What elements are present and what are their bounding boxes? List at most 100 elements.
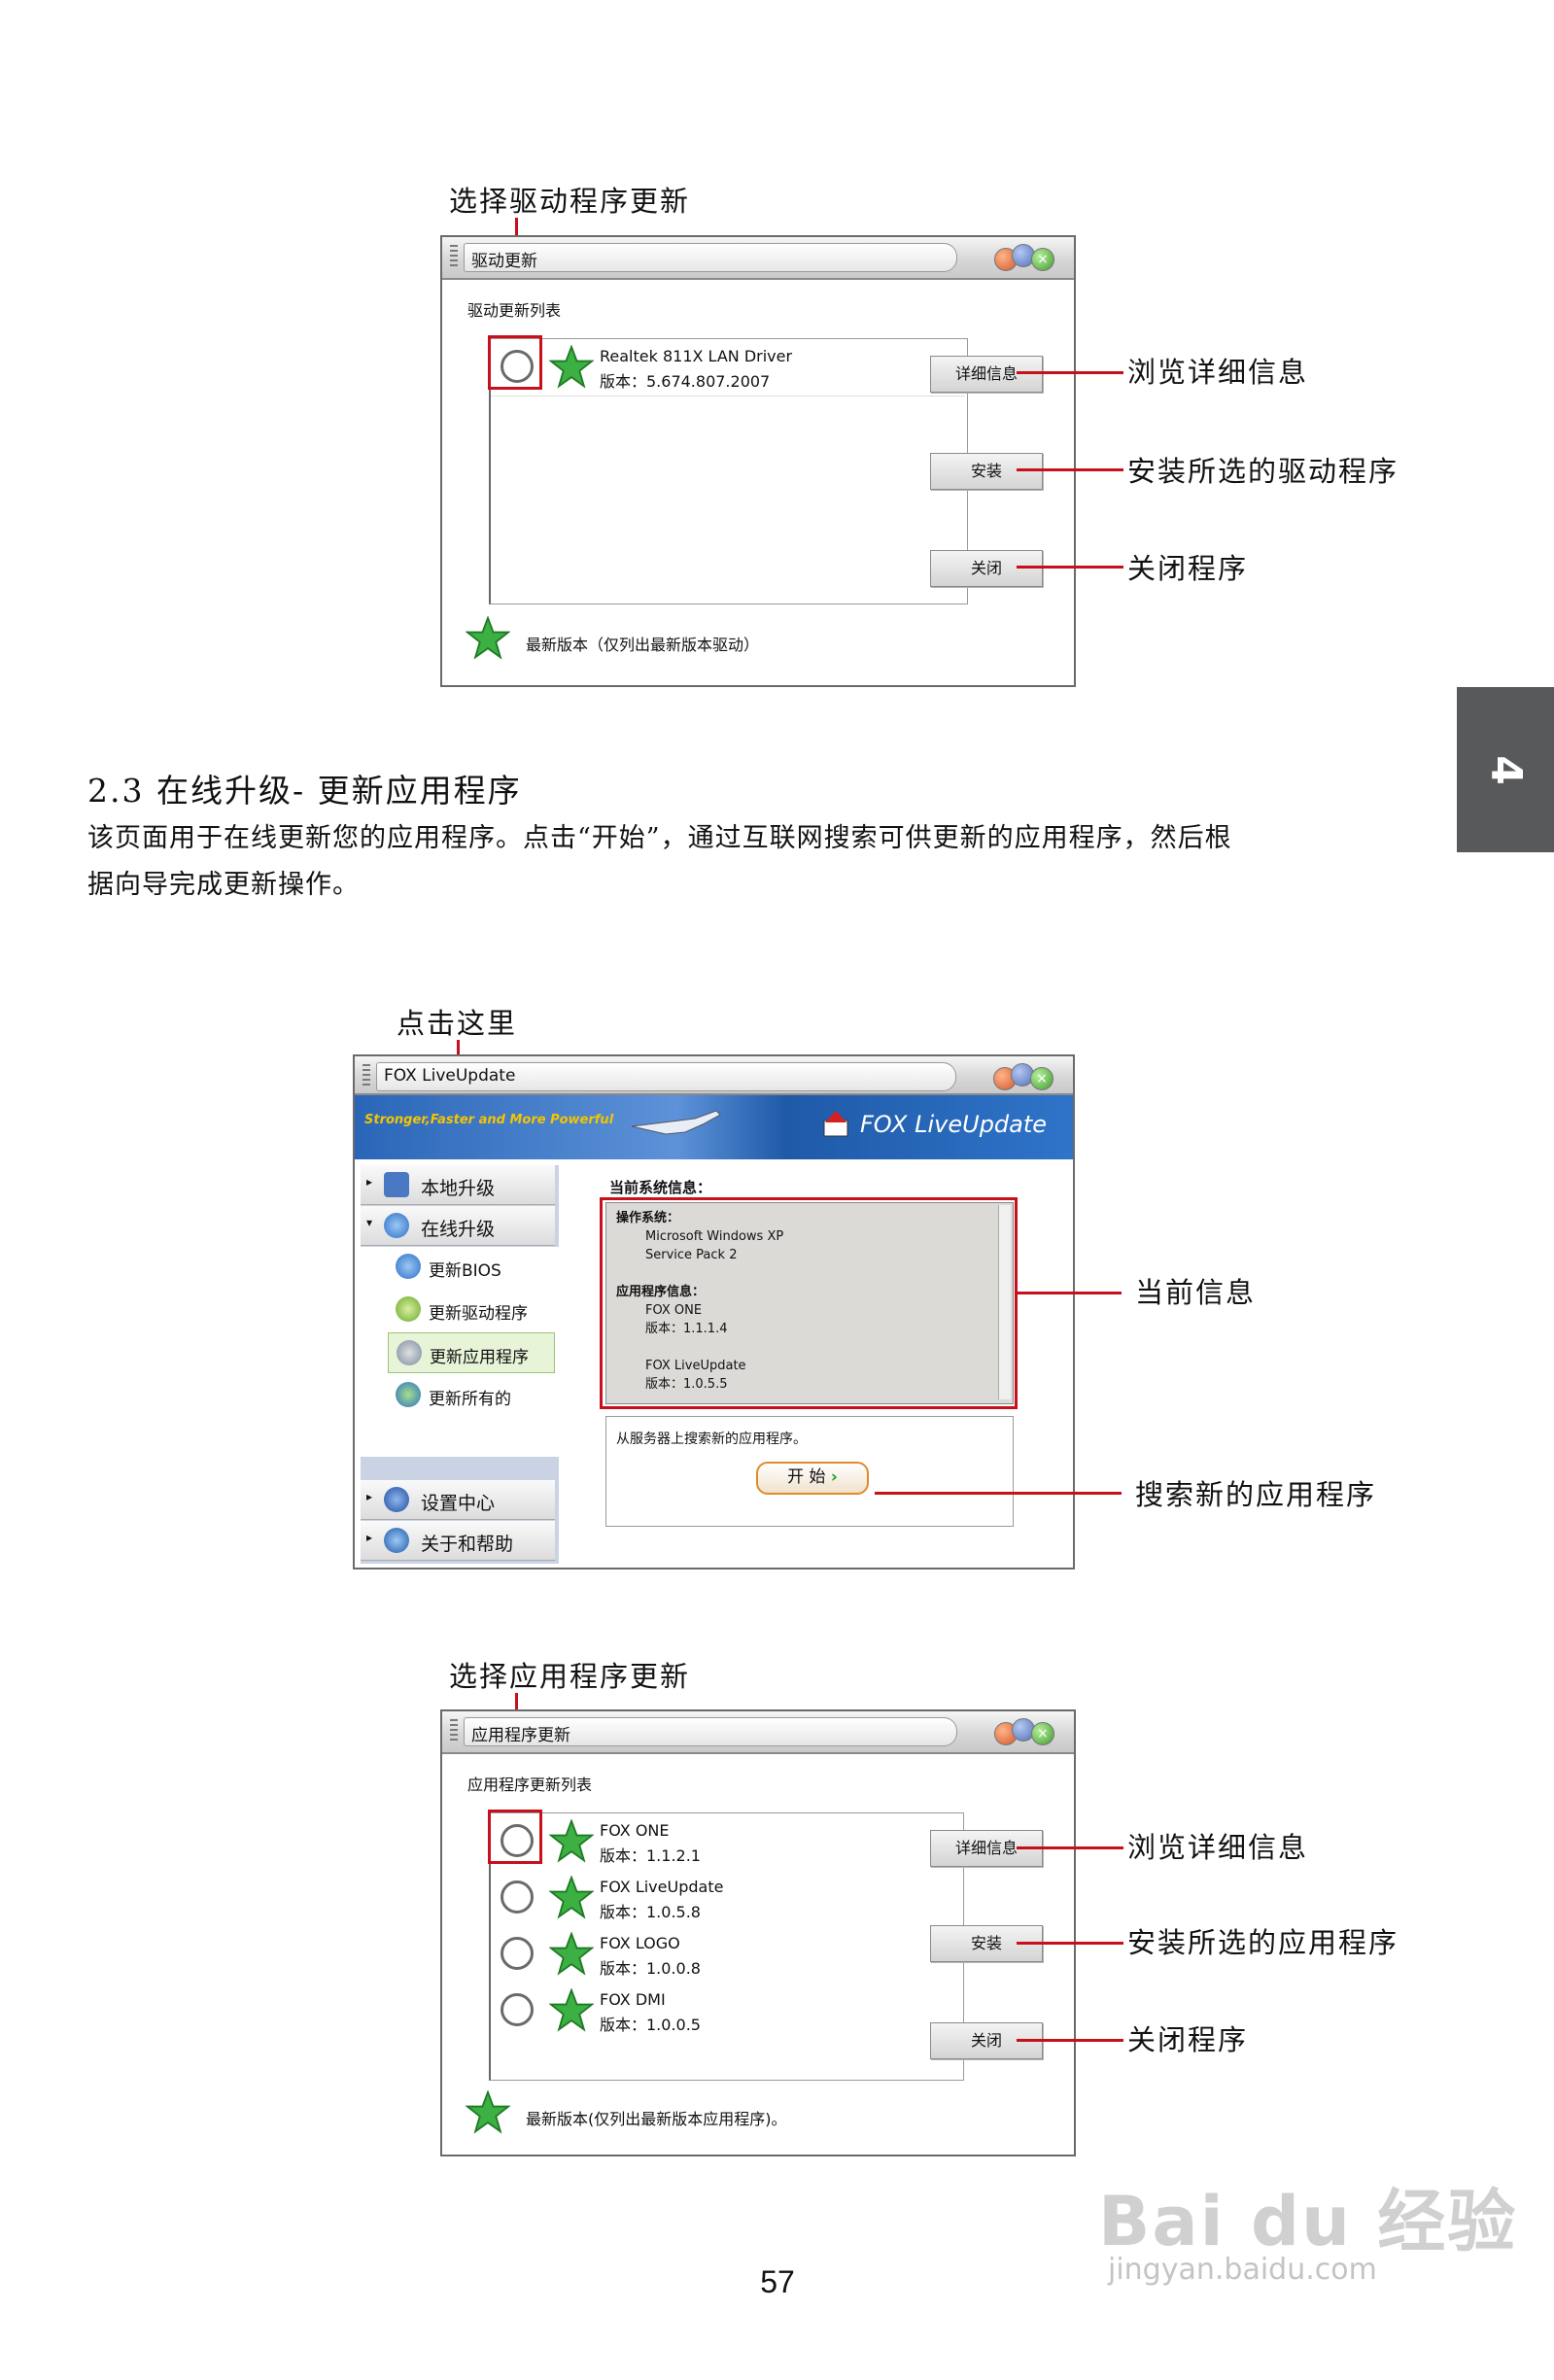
callout-close: 关闭程序 [1127,2023,1249,2056]
callout-install: 安装所选的应用程序 [1127,1926,1399,1959]
item-version: 版本：1.1.2.1 [600,1846,701,1865]
watermark-brand: Bai du 经验 [1098,2182,1518,2261]
callout-details: 浏览详细信息 [1127,1831,1309,1864]
liveupdate-logo-icon [821,1109,850,1138]
select-radio[interactable] [501,1937,534,1970]
globe-icon [384,1213,409,1238]
details-button[interactable]: 详细信息 [930,356,1043,393]
star-icon [548,344,595,390]
title-bar[interactable]: 应用程序更新 × [442,1711,1074,1754]
nav-update-app[interactable]: 更新应用程序 [388,1332,555,1373]
install-button[interactable]: 安装 [930,453,1043,490]
select-radio[interactable] [501,1993,534,2026]
liveupdate-window: FOX LiveUpdate × Stronger,Faster and Mor… [353,1054,1075,1569]
item-name: FOX LiveUpdate [600,1878,724,1896]
list-label: 应用程序更新列表 [467,1776,593,1794]
nav-local-update[interactable]: ▸ 本地升级 [361,1165,555,1205]
nav-update-all[interactable]: 更新所有的 [388,1375,553,1414]
title-bar[interactable]: 驱动更新 × [442,237,1074,280]
start-button[interactable]: 开 始 › [756,1462,869,1495]
app-list[interactable]: FOX ONE 版本：1.1.2.1 FOX LiveUpdate 版本：1.0… [489,1812,964,2081]
help-icon[interactable] [1012,244,1035,267]
info-line: FOX ONE [645,1303,703,1318]
nav-settings[interactable]: ▸ 设置中心 [361,1480,555,1520]
info-label: 当前系统信息： [609,1179,712,1196]
nav-about-help[interactable]: ▸ 关于和帮助 [361,1521,555,1561]
callout-search: 搜索新的应用程序 [1135,1478,1377,1511]
star-icon [548,1875,595,1920]
scrollbar[interactable] [998,1205,1011,1399]
driver-update-window: 驱动更新 × 驱动更新列表 Realtek 811X LAN Driver 版本… [440,235,1076,687]
nav-online-update[interactable]: ▾ 在线升级 [361,1206,555,1246]
close-icon[interactable]: × [1031,1722,1054,1745]
section-heading: 2.3 在线升级- 更新应用程序 [87,772,522,810]
window-title: 驱动更新 [471,252,537,271]
list-item[interactable]: Realtek 811X LAN Driver 版本：5.674.807.200… [491,339,965,397]
window-title: 应用程序更新 [471,1726,570,1745]
star-icon [465,2089,511,2135]
globe-icon [396,1382,421,1407]
close-icon[interactable]: × [1031,248,1054,271]
list-item[interactable]: FOX ONE 版本：1.1.2.1 [491,1813,961,1870]
driver-icon [396,1296,421,1322]
list-item[interactable]: FOX LiveUpdate 版本：1.0.5.8 [491,1870,961,1926]
list-item[interactable]: FOX LOGO 版本：1.0.0.8 [491,1926,961,1983]
info-line: Microsoft Windows XP [645,1229,784,1244]
watermark-url: jingyan.baidu.com [1108,2253,1377,2287]
help-icon [384,1528,409,1553]
arrow-right-icon: › [830,1467,838,1487]
legend-text: 最新版本(仅列出最新版本应用程序)。 [526,2110,787,2128]
close-icon[interactable]: × [1030,1067,1053,1090]
star-icon [548,1931,595,1977]
watermark: Bai du 经验 jingyan.baidu.com [1098,2167,1515,2287]
computer-icon [384,1172,409,1197]
airplane-icon [627,1105,724,1144]
info-line: 应用程序信息： [616,1285,706,1299]
gear-icon [384,1487,409,1512]
select-radio[interactable] [501,1824,534,1857]
app-icon [397,1340,422,1365]
install-button[interactable]: 安装 [930,1925,1043,1962]
highlight-box [488,1810,542,1864]
item-version: 版本：1.0.0.8 [600,1959,701,1978]
item-name: Realtek 811X LAN Driver [600,347,793,365]
grip-icon [450,245,458,268]
window-title: FOX LiveUpdate [384,1066,516,1086]
item-version: 版本：1.0.5.8 [600,1903,701,1921]
star-icon [548,1818,595,1864]
info-line: 版本：1.1.1.4 [645,1322,728,1336]
callout-current-info: 当前信息 [1135,1276,1257,1309]
chapter-tab: 4 [1457,687,1554,852]
star-icon [548,1987,595,2033]
item-name: FOX DMI [600,1990,666,2009]
title-bar[interactable]: FOX LiveUpdate × [355,1056,1073,1095]
window-controls: × [994,244,1062,271]
nav-update-driver[interactable]: 更新驱动程序 [388,1290,553,1328]
item-version: 版本：1.0.0.5 [600,2016,701,2034]
banner-slogan: Stronger,Faster and More Powerful [364,1113,614,1127]
callout-close: 关闭程序 [1127,552,1249,585]
driver-list[interactable]: Realtek 811X LAN Driver 版本：5.674.807.200… [489,338,968,604]
app-update-window: 应用程序更新 × 应用程序更新列表 FOX ONE 版本：1.1.2.1 FOX… [440,1709,1076,2156]
page-number: 57 [760,2264,795,2299]
info-line: 操作系统： [616,1211,680,1225]
highlight-box [600,1197,1018,1409]
chapter-number: 4 [1480,754,1531,785]
callout-select-driver: 选择驱动程序更新 [449,185,691,218]
info-line: 版本：1.0.5.5 [645,1377,728,1392]
info-line: FOX LiveUpdate [645,1359,746,1373]
close-button[interactable]: 关闭 [930,550,1043,587]
callout-click-here: 点击这里 [397,1007,518,1040]
body-line-2: 据向导完成更新操作。 [87,870,360,900]
item-name: FOX LOGO [600,1934,680,1952]
banner: Stronger,Faster and More Powerful FOX Li… [355,1095,1073,1159]
callout-install: 安装所选的驱动程序 [1127,455,1399,488]
list-item[interactable]: FOX DMI 版本：1.0.0.5 [491,1983,961,2039]
banner-brand: FOX LiveUpdate [860,1111,1048,1138]
item-name: FOX ONE [600,1821,670,1840]
nav-update-bios[interactable]: 更新BIOS [388,1247,553,1286]
select-radio[interactable] [501,350,534,383]
select-radio[interactable] [501,1880,534,1914]
